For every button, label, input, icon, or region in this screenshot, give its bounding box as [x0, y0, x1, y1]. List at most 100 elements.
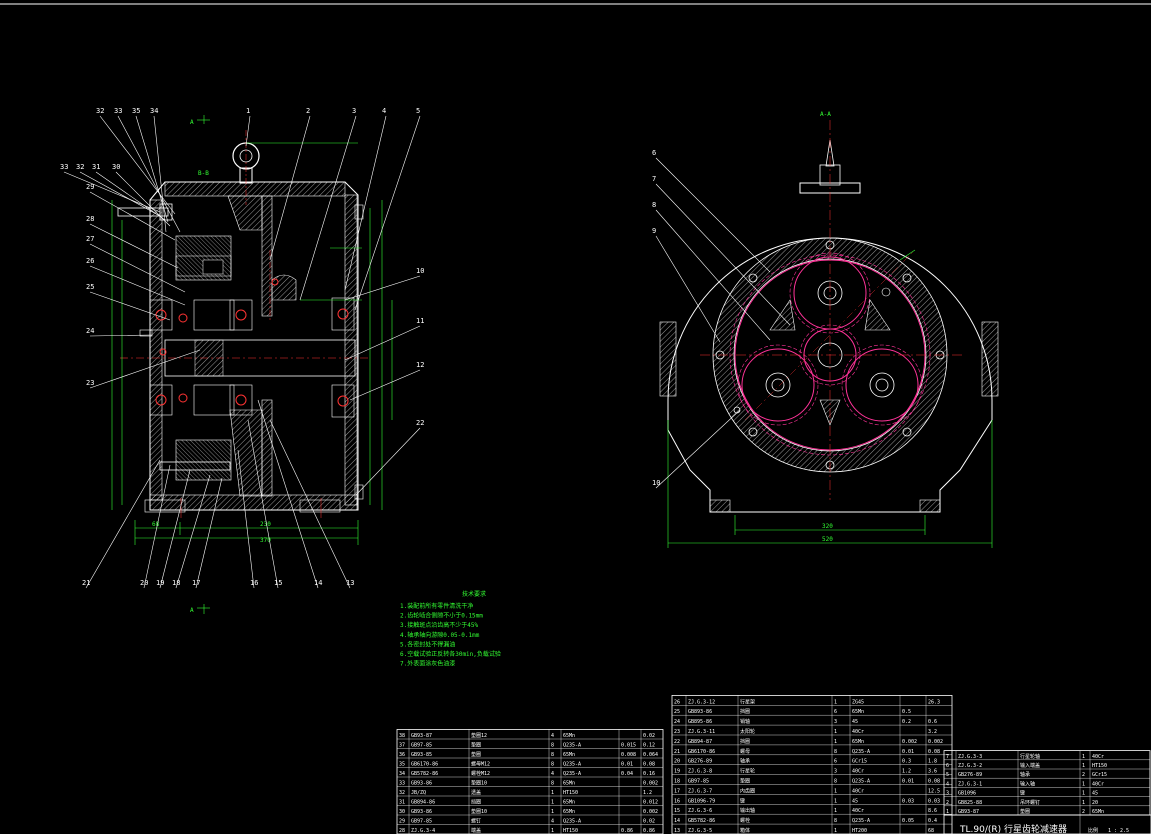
bom-mid-cell: 螺栓 — [740, 817, 750, 824]
dim-320: 320 — [822, 523, 833, 530]
bom-mid-cell: 1 — [834, 699, 837, 705]
bom-left-cell: 1.2 — [643, 790, 652, 796]
bom-right-cell: 20 — [1092, 800, 1098, 806]
bom-left-cell: 28 — [399, 828, 405, 834]
bom-mid-cell: 24 — [674, 719, 680, 725]
callout-bottom-0: 21 — [82, 579, 90, 587]
callout-bottom-3-leader — [175, 474, 211, 589]
bom-right-cell: ZJ.G.3-1 — [958, 781, 982, 787]
bom-mid-cell: ZJ.G.3-12 — [688, 699, 715, 705]
bom-mid-cell: 8.6 — [928, 808, 937, 814]
bom-mid-cell: GB1096-79 — [688, 798, 715, 804]
bom-left-cell: 1 — [551, 809, 554, 815]
bom-left-cell: HT150 — [563, 790, 578, 796]
callout-rv-0-leader — [655, 157, 771, 273]
bom-mid-cell: 0.002 — [902, 739, 917, 745]
bom-left-cell: 30 — [399, 809, 405, 815]
bom-left-cell: 0.86 — [643, 828, 655, 834]
bom-mid-cell: 0.08 — [928, 779, 940, 785]
bom-left-cell: 0.02 — [643, 733, 655, 739]
callout-top-7-leader — [344, 115, 387, 291]
callout-left-3-leader — [115, 171, 171, 227]
bom-left-cell: Q235-A — [563, 771, 581, 777]
callout-top-1: 33 — [114, 107, 122, 115]
callout-left-4-leader — [89, 191, 176, 241]
callout-bottom-6-leader — [247, 419, 279, 589]
callout-top-8: 5 — [416, 107, 420, 115]
bom-left-cell: 垫圈12 — [471, 732, 487, 739]
callout-bottom-2: 19 — [156, 579, 164, 587]
bom-mid-cell: GB97-85 — [688, 779, 709, 785]
bom-left-cell: 螺母M12 — [471, 761, 490, 768]
note-line: 2.齿轮啮合侧隙不小于0.15mm — [400, 612, 483, 620]
callout-left-6-leader — [89, 243, 186, 293]
bom-mid-cell: ZJ.G.3-5 — [688, 828, 712, 834]
bom-mid-cell: 19 — [674, 769, 680, 775]
bom-left-cell: 8 — [551, 762, 554, 768]
bom-mid-cell: 0.3 — [902, 759, 911, 765]
bom-left-cell: 端盖 — [471, 827, 481, 834]
bom-left-cell: ZJ.G.3-4 — [411, 828, 435, 834]
callout-bottom-7: 14 — [314, 579, 322, 587]
bom-mid-cell: 8 — [834, 749, 837, 755]
bom-right-cell: 4 — [946, 781, 949, 787]
note-line: 3.接触斑点沿齿高不少于45% — [400, 621, 478, 629]
callout-top-2: 35 — [132, 107, 140, 115]
bom-mid-cell: 1 — [834, 739, 837, 745]
bom-right-cell: 5 — [946, 772, 949, 778]
bom-right-cell: GB93-87 — [958, 809, 979, 815]
bom-right-cell: 45 — [1092, 791, 1098, 797]
callout-bottom-6: 15 — [274, 579, 282, 587]
bom-right-cell: ZJ.G.3-2 — [958, 763, 982, 769]
bom-left-cell: GB93-85 — [411, 752, 432, 758]
callout-left-3: 30 — [112, 163, 120, 171]
bom-left-cell: 螺栓M12 — [471, 770, 490, 777]
bom-right-cell: 2 — [946, 800, 949, 806]
callout-rv-0: 6 — [652, 149, 656, 157]
callout-bottom-0-leader — [85, 459, 161, 589]
bom-mid-cell: GCr15 — [852, 759, 867, 765]
dim-370: 370 — [260, 537, 271, 544]
bom-mid-cell: 68 — [928, 828, 934, 834]
bom-left-cell: 透盖 — [471, 789, 481, 796]
bom-right-cell: 行星轮轴 — [1020, 753, 1040, 760]
bom-right-cell: 3 — [946, 791, 949, 797]
bom-left-cell: 8 — [551, 752, 554, 758]
notes-title: 技术要求 — [462, 590, 486, 598]
bom-table-right: 7654321ZJ.G.3-3ZJ.G.3-2GB276-89ZJ.G.3-1G… — [943, 750, 1151, 834]
callout-right-0-leader — [344, 275, 421, 301]
bom-mid-cell: HT200 — [852, 828, 867, 834]
bom-left-cell: 垫圈 — [471, 751, 481, 758]
bom-right-cell: ZJ.G.3-3 — [958, 754, 982, 760]
callout-bottom-4: 17 — [192, 579, 200, 587]
callout-bottom-2-leader — [159, 469, 191, 589]
bom-mid-cell: 行星架 — [740, 698, 755, 705]
bom-mid-cell: 0.03 — [902, 798, 914, 804]
callout-left-10: 23 — [86, 379, 94, 387]
bom-left-cell: 垫圈10 — [471, 808, 487, 815]
bom-left-cell: 0.002 — [643, 781, 658, 787]
bom-left-cell: 33 — [399, 781, 405, 787]
scale-label: 比例 — [1088, 827, 1098, 834]
dim-520: 520 — [822, 536, 833, 543]
bom-left-cell: 螺钉 — [471, 818, 481, 825]
bom-left-cell: 36 — [399, 752, 405, 758]
scale-value: 1 : 2.5 — [1108, 828, 1129, 834]
callout-top-8-leader — [354, 115, 421, 311]
bom-left-cell: 0.86 — [621, 828, 633, 834]
callout-right-3-leader — [355, 427, 421, 496]
section-mark-bottom: A — [190, 607, 194, 614]
bom-right-cell: GB1096 — [958, 791, 976, 797]
bom-right-cell: 轴承 — [1020, 771, 1030, 778]
bom-mid-cell: 23 — [674, 729, 680, 735]
bom-mid-cell: 65Mn — [852, 709, 864, 715]
bom-table-left: 3837363534333231302928GB93-87GB97-85GB93… — [396, 729, 664, 834]
bom-mid-cell: 13 — [674, 828, 680, 834]
bom-right-cell: 7 — [946, 754, 949, 760]
bom-mid-cell: GB894-87 — [688, 739, 712, 745]
bom-left-cell: 38 — [399, 733, 405, 739]
bom-left-cell: 32 — [399, 790, 405, 796]
bom-mid-cell: 6 — [834, 759, 837, 765]
bom-mid-cell: 6 — [834, 709, 837, 715]
dim-68: 68 — [152, 521, 160, 528]
